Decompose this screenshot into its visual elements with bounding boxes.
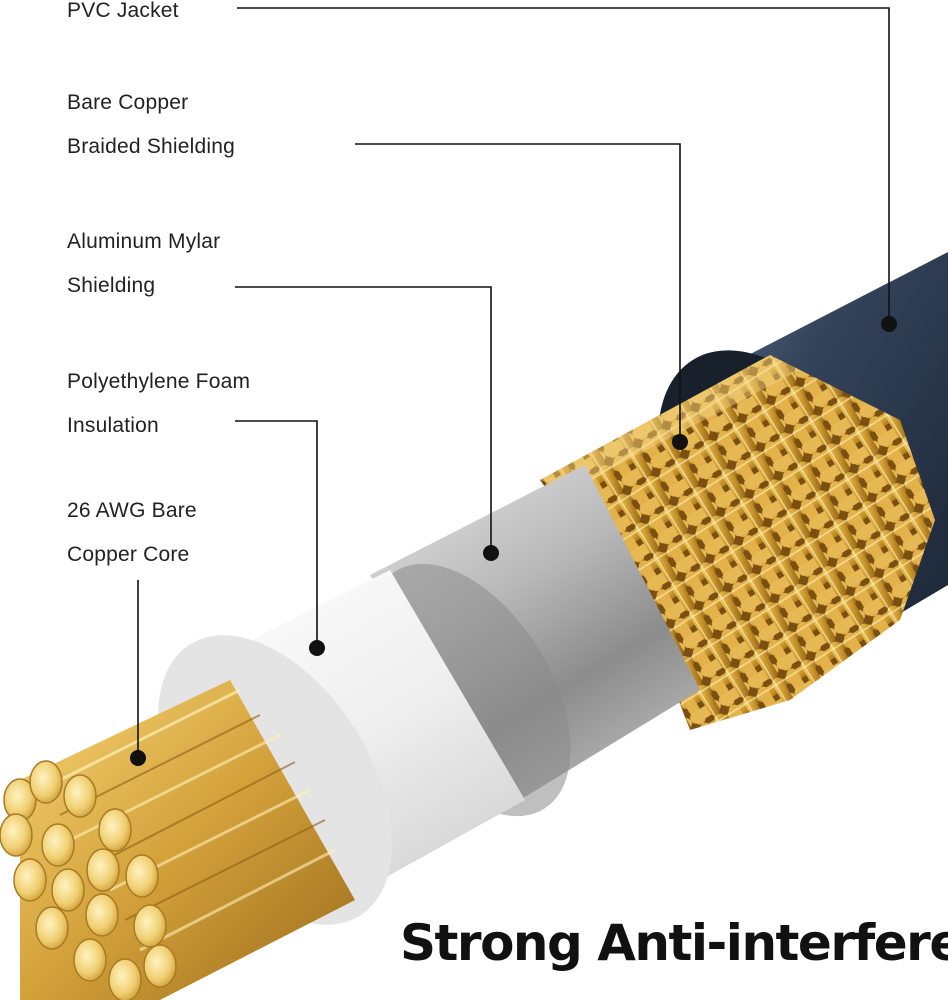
label-mylar-shielding-line-1: Aluminum Mylar: [67, 230, 221, 253]
label-copper-core-line-2: Copper Core: [67, 543, 190, 566]
dot-copper-core: [130, 750, 146, 766]
braided-shielding-layer: [540, 355, 935, 730]
leader-line-braided-shielding: [355, 143, 681, 442]
dot-pvc-jacket: [881, 316, 897, 332]
copper-core-strands: [0, 680, 355, 1000]
label-foam-insulation: Polyethylene Foam Insulation: [67, 360, 250, 448]
leader-line-mylar-shielding: [235, 286, 492, 553]
label-mylar-shielding: Aluminum Mylar Shielding: [67, 220, 220, 308]
label-pvc-jacket: PVC Jacket: [67, 0, 179, 33]
leader-dots: [130, 316, 897, 766]
label-copper-core: 26 AWG Bare Copper Core: [67, 489, 197, 577]
strand-ends: [0, 760, 177, 1000]
headline: Strong Anti-interfere: [400, 914, 948, 972]
label-braided-shielding: Bare Copper Braided Shielding: [67, 81, 235, 169]
label-foam-insulation-line-1: Polyethylene Foam: [67, 370, 251, 393]
label-braided-shielding-line-1: Bare Copper: [67, 91, 189, 114]
dot-foam-insulation: [309, 640, 325, 656]
label-copper-core-line-1: 26 AWG Bare: [67, 499, 197, 522]
label-foam-insulation-line-2: Insulation: [67, 414, 159, 437]
leader-line-pvc-jacket: [237, 7, 890, 324]
dot-mylar-shielding: [483, 545, 499, 561]
label-mylar-shielding-line-2: Shielding: [67, 274, 156, 297]
leader-lines: [137, 7, 890, 758]
dot-braided-shielding: [672, 434, 688, 450]
leader-line-foam-insulation: [235, 420, 318, 648]
label-braided-shielding-line-2: Braided Shielding: [67, 135, 236, 158]
label-pvc-jacket-line-1: PVC Jacket: [67, 0, 179, 22]
